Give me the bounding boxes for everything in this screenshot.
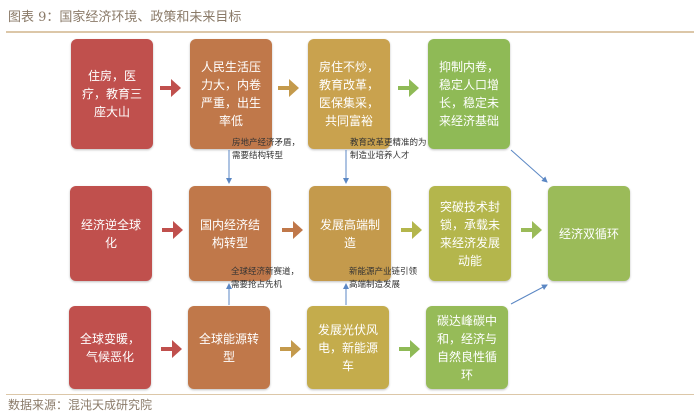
box-high-end-manufacturing: 发展高端制造 — [309, 186, 391, 281]
label-text: 教育改革更精准的为制造业培养人才 — [350, 138, 427, 161]
label-text: 全球经济新赛道，需要抢占先机 — [231, 267, 300, 290]
box-deglobalization: 经济逆全球化 — [70, 186, 152, 281]
label-text: 新能源产业链引领高端制造发展 — [349, 267, 418, 290]
arrow-right-icon — [398, 79, 419, 97]
arrow-right-icon — [401, 221, 422, 239]
label-global-track: 全球经济新赛道，需要抢占先机 — [231, 266, 303, 292]
figure-title: 图表 9：国家经济环境、政策和未来目标 — [8, 10, 242, 25]
box-living-pressure: 人民生活压力大，内卷严重，出生率低 — [190, 39, 272, 149]
box-policies: 房住不炒，教育改革，医保集采，共同富裕 — [308, 39, 390, 149]
label-text: 房地产经济矛盾，需要结构转型 — [232, 138, 301, 161]
footer-divider — [6, 394, 694, 395]
box-energy-transition: 全球能源转型 — [188, 306, 270, 389]
connector-diag-top — [510, 149, 548, 183]
connector-diag-bottom — [510, 284, 548, 305]
label-new-energy: 新能源产业链引领高端制造发展 — [349, 266, 421, 292]
arrow-right-icon — [280, 340, 301, 358]
source-note: 数据来源：混沌天成研究院 — [8, 398, 153, 412]
arrow-right-icon — [521, 221, 542, 239]
box-stabilize-population: 抑制内卷，稳定人口增长，稳定未来经济基础 — [428, 39, 510, 149]
title-divider — [6, 31, 694, 33]
arrow-right-icon — [399, 340, 420, 358]
box-housing-medical-education: 住房，医疗，教育三座大山 — [71, 39, 153, 149]
box-dual-circulation: 经济双循环 — [548, 186, 630, 281]
box-structural-transformation: 国内经济结构转型 — [189, 186, 271, 281]
box-pv-wind-nev: 发展光伏风电，新能源车 — [307, 306, 389, 389]
arrow-right-icon — [160, 79, 181, 97]
label-real-estate: 房地产经济矛盾，需要结构转型 — [232, 137, 304, 163]
label-education: 教育改革更精准的为制造业培养人才 — [350, 137, 434, 163]
box-global-warming: 全球变暖，气候恶化 — [69, 306, 151, 389]
box-carbon-neutrality: 碳达峰碳中和，经济与自然良性循环 — [426, 306, 508, 389]
arrow-right-icon — [161, 340, 182, 358]
arrow-right-icon — [162, 221, 183, 239]
box-break-tech-blockade: 突破技术封锁，承载未来经济发展动能 — [429, 186, 511, 281]
arrow-right-icon — [278, 79, 299, 97]
arrow-right-icon — [282, 221, 303, 239]
